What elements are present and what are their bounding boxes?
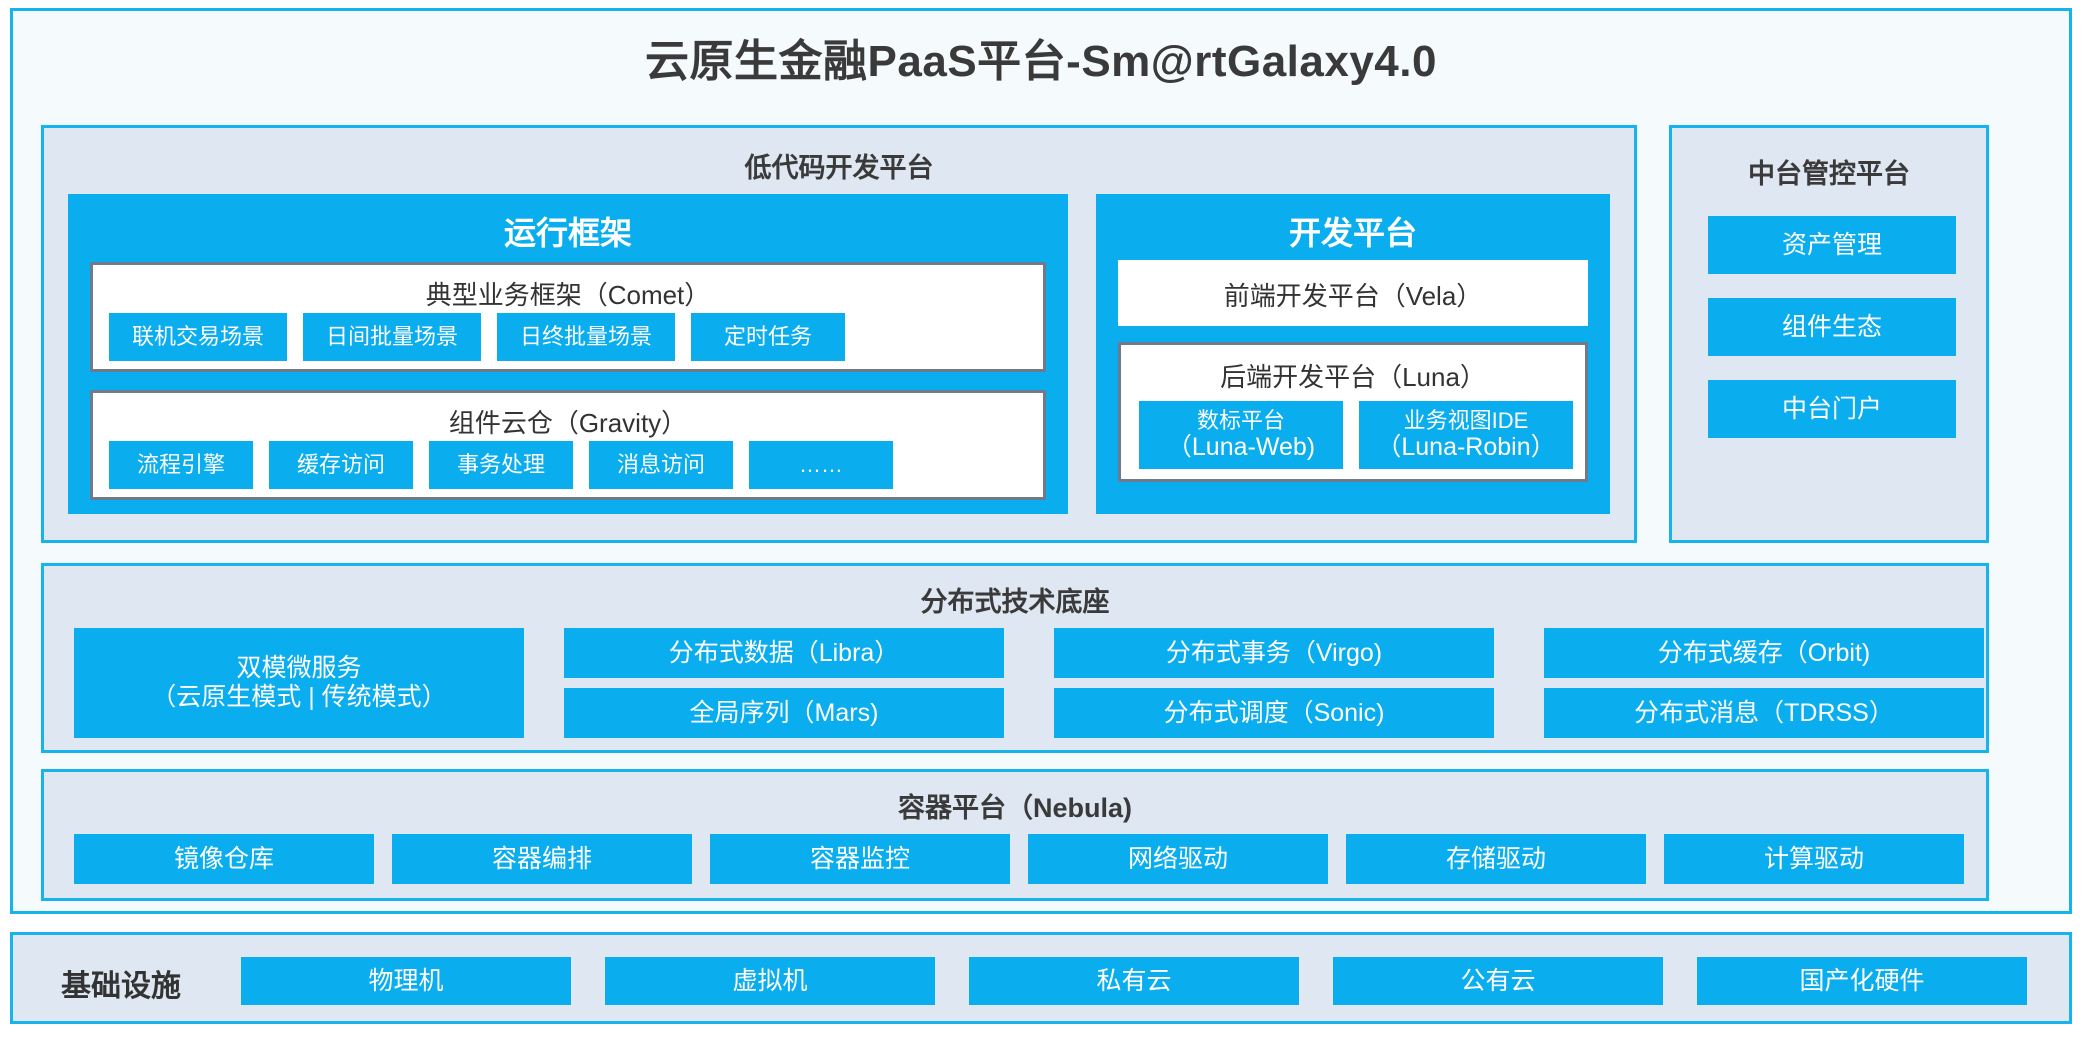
chip-distributed-data[interactable]: 分布式数据（Libra）	[564, 628, 1004, 678]
chip-luna-web-name: 数标平台	[1196, 407, 1285, 433]
chip-luna-web[interactable]: 数标平台 （Luna-Web)	[1139, 401, 1343, 469]
vela-frontend-box: 前端开发平台（Vela）	[1118, 260, 1588, 326]
chip-compute-driver[interactable]: 计算驱动	[1664, 834, 1964, 884]
chip-transaction-processing[interactable]: 事务处理	[429, 441, 573, 489]
chip-domestic-hardware[interactable]: 国产化硬件	[1697, 957, 2027, 1005]
gravity-title: 组件云仓（Gravity）	[448, 408, 688, 438]
gravity-group: 组件云仓（Gravity） 流程引擎 缓存访问 事务处理 消息访问 ……	[90, 390, 1046, 500]
chip-luna-robin-code: （Luna-Robin）	[1376, 433, 1556, 462]
chip-distributed-cache[interactable]: 分布式缓存（Orbit)	[1544, 628, 1984, 678]
chip-luna-web-code: （Luna-Web)	[1166, 433, 1316, 462]
development-platform-block: 开发平台 前端开发平台（Vela） 后端开发平台（Luna） 数标平台 （Lun…	[1096, 194, 1610, 514]
console-platform-panel: 中台管控平台 资产管理 组件生态 中台门户	[1669, 125, 1989, 543]
comet-title: 典型业务框架（Comet）	[425, 280, 711, 310]
container-platform-title: 容器平台（Nebula)	[897, 793, 1132, 823]
chip-console-portal[interactable]: 中台门户	[1708, 380, 1956, 438]
chip-component-ecosystem[interactable]: 组件生态	[1708, 298, 1956, 356]
chip-luna-robin[interactable]: 业务视图IDE （Luna-Robin）	[1359, 401, 1573, 469]
platform-main-card: 云原生金融PaaS平台-Sm@rtGalaxy4.0 低代码开发平台 运行框架 …	[10, 8, 2072, 914]
chip-intraday-batch[interactable]: 日间批量场景	[303, 313, 481, 361]
runtime-framework-block: 运行框架 典型业务框架（Comet） 联机交易场景 日间批量场景 日终批量场景 …	[68, 194, 1068, 514]
chip-virtual-machine[interactable]: 虚拟机	[605, 957, 935, 1005]
chip-container-orchestration[interactable]: 容器编排	[392, 834, 692, 884]
tech-base-panel: 分布式技术底座 双模微服务 （云原生模式 | 传统模式） 分布式数据（Libra…	[41, 563, 1989, 753]
chip-eod-batch[interactable]: 日终批量场景	[497, 313, 675, 361]
page-title: 云原生金融PaaS平台-Sm@rtGalaxy4.0	[645, 37, 1437, 86]
chip-asset-management[interactable]: 资产管理	[1708, 216, 1956, 274]
chip-global-sequence[interactable]: 全局序列（Mars)	[564, 688, 1004, 738]
chip-online-transaction[interactable]: 联机交易场景	[109, 313, 287, 361]
container-platform-panel: 容器平台（Nebula) 镜像仓库 容器编排 容器监控 网络驱动 存储驱动 计算…	[41, 769, 1989, 901]
chip-luna-robin-name: 业务视图IDE	[1403, 407, 1529, 433]
development-platform-title: 开发平台	[1288, 215, 1417, 251]
comet-group: 典型业务框架（Comet） 联机交易场景 日间批量场景 日终批量场景 定时任务	[90, 262, 1046, 372]
infrastructure-bar: 基础设施 物理机 虚拟机 私有云 公有云 国产化硬件	[10, 932, 2072, 1024]
vela-frontend-label: 前端开发平台（Vela）	[1223, 281, 1483, 311]
lowcode-platform-panel: 低代码开发平台 运行框架 典型业务框架（Comet） 联机交易场景 日间批量场景…	[41, 125, 1637, 543]
chip-more-ellipsis[interactable]: ……	[749, 441, 893, 489]
chip-message-access[interactable]: 消息访问	[589, 441, 733, 489]
chip-distributed-message[interactable]: 分布式消息（TDRSS）	[1544, 688, 1984, 738]
chip-storage-driver[interactable]: 存储驱动	[1346, 834, 1646, 884]
chip-scheduled-task[interactable]: 定时任务	[691, 313, 845, 361]
chip-image-registry[interactable]: 镜像仓库	[74, 834, 374, 884]
chip-physical-machine[interactable]: 物理机	[241, 957, 571, 1005]
chip-network-driver[interactable]: 网络驱动	[1028, 834, 1328, 884]
chip-distributed-transaction[interactable]: 分布式事务（Virgo)	[1054, 628, 1494, 678]
tech-base-title: 分布式技术底座	[920, 587, 1110, 617]
chip-container-monitoring[interactable]: 容器监控	[710, 834, 1010, 884]
chip-dual-mode-microservice[interactable]: 双模微服务 （云原生模式 | 传统模式）	[74, 628, 524, 738]
microservice-line1: 双模微服务	[236, 654, 362, 683]
microservice-line2: （云原生模式 | 传统模式）	[151, 683, 447, 711]
chip-private-cloud[interactable]: 私有云	[969, 957, 1299, 1005]
chip-public-cloud[interactable]: 公有云	[1333, 957, 1663, 1005]
runtime-framework-title: 运行框架	[503, 215, 632, 251]
infrastructure-label: 基础设施	[61, 970, 181, 1003]
console-platform-title: 中台管控平台	[1748, 159, 1910, 189]
chip-distributed-scheduling[interactable]: 分布式调度（Sonic)	[1054, 688, 1494, 738]
chip-process-engine[interactable]: 流程引擎	[109, 441, 253, 489]
chip-cache-access[interactable]: 缓存访问	[269, 441, 413, 489]
lowcode-platform-title: 低代码开发平台	[744, 153, 934, 183]
luna-backend-title: 后端开发平台（Luna）	[1220, 362, 1486, 392]
luna-backend-group: 后端开发平台（Luna） 数标平台 （Luna-Web) 业务视图IDE （Lu…	[1118, 342, 1588, 482]
